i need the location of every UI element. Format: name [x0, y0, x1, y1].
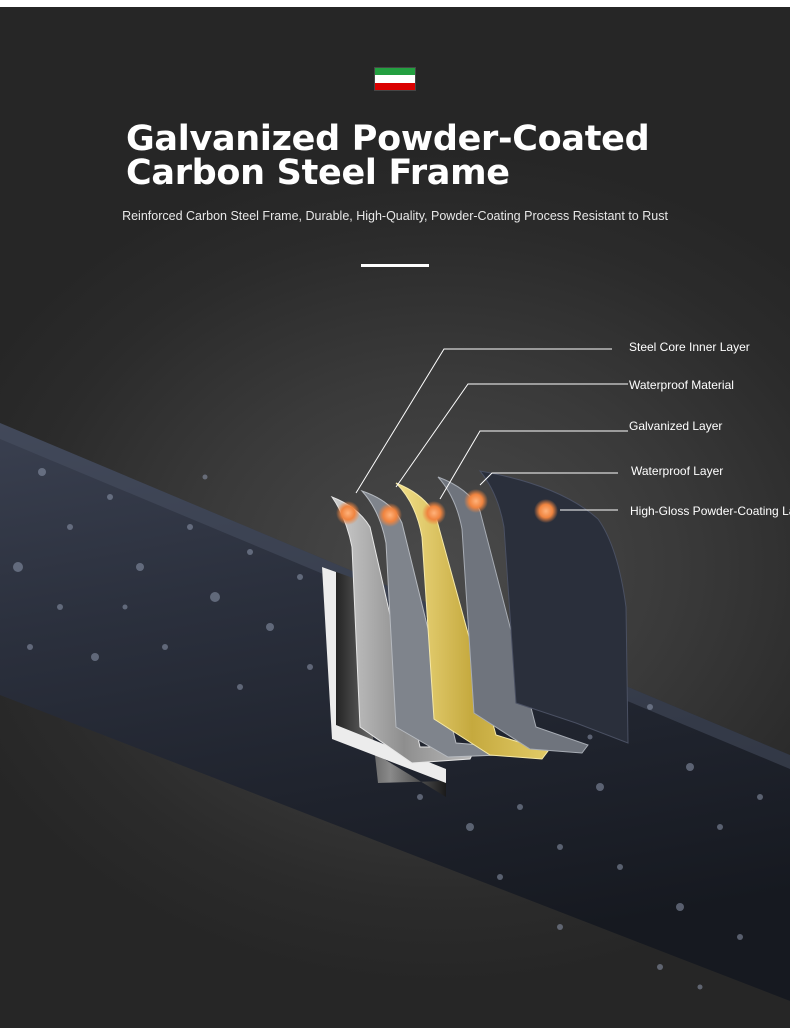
layer-powder-coating — [478, 470, 629, 744]
label-steel-core-inner-layer: Steel Core Inner Layer — [629, 340, 750, 354]
layer-markers — [336, 489, 558, 527]
title-line-1: Galvanized Powder-Coated — [126, 119, 650, 159]
label-galvanized-layer: Galvanized Layer — [629, 419, 723, 433]
label-waterproof-material: Waterproof Material — [629, 378, 734, 392]
iran-flag-icon — [375, 68, 415, 90]
page-title: Galvanized Powder-Coated Carbon Steel Fr… — [126, 119, 686, 193]
water-droplets — [13, 468, 763, 990]
layer-galvanized — [395, 482, 549, 760]
title-line-2: Carbon Steel Frame — [126, 153, 510, 193]
label-high-gloss-powder-coating: High-Gloss Powder-Coating La — [630, 504, 790, 518]
label-waterproof-layer: Waterproof Layer — [631, 464, 724, 478]
tube-cross-section-illustration — [0, 348, 790, 1001]
layer-waterproof — [437, 476, 589, 754]
page-subtitle: Reinforced Carbon Steel Frame, Durable, … — [122, 209, 668, 223]
product-feature-banner: Galvanized Powder-Coated Carbon Steel Fr… — [0, 7, 790, 1028]
leader-lines — [355, 348, 628, 511]
title-divider — [361, 264, 429, 267]
